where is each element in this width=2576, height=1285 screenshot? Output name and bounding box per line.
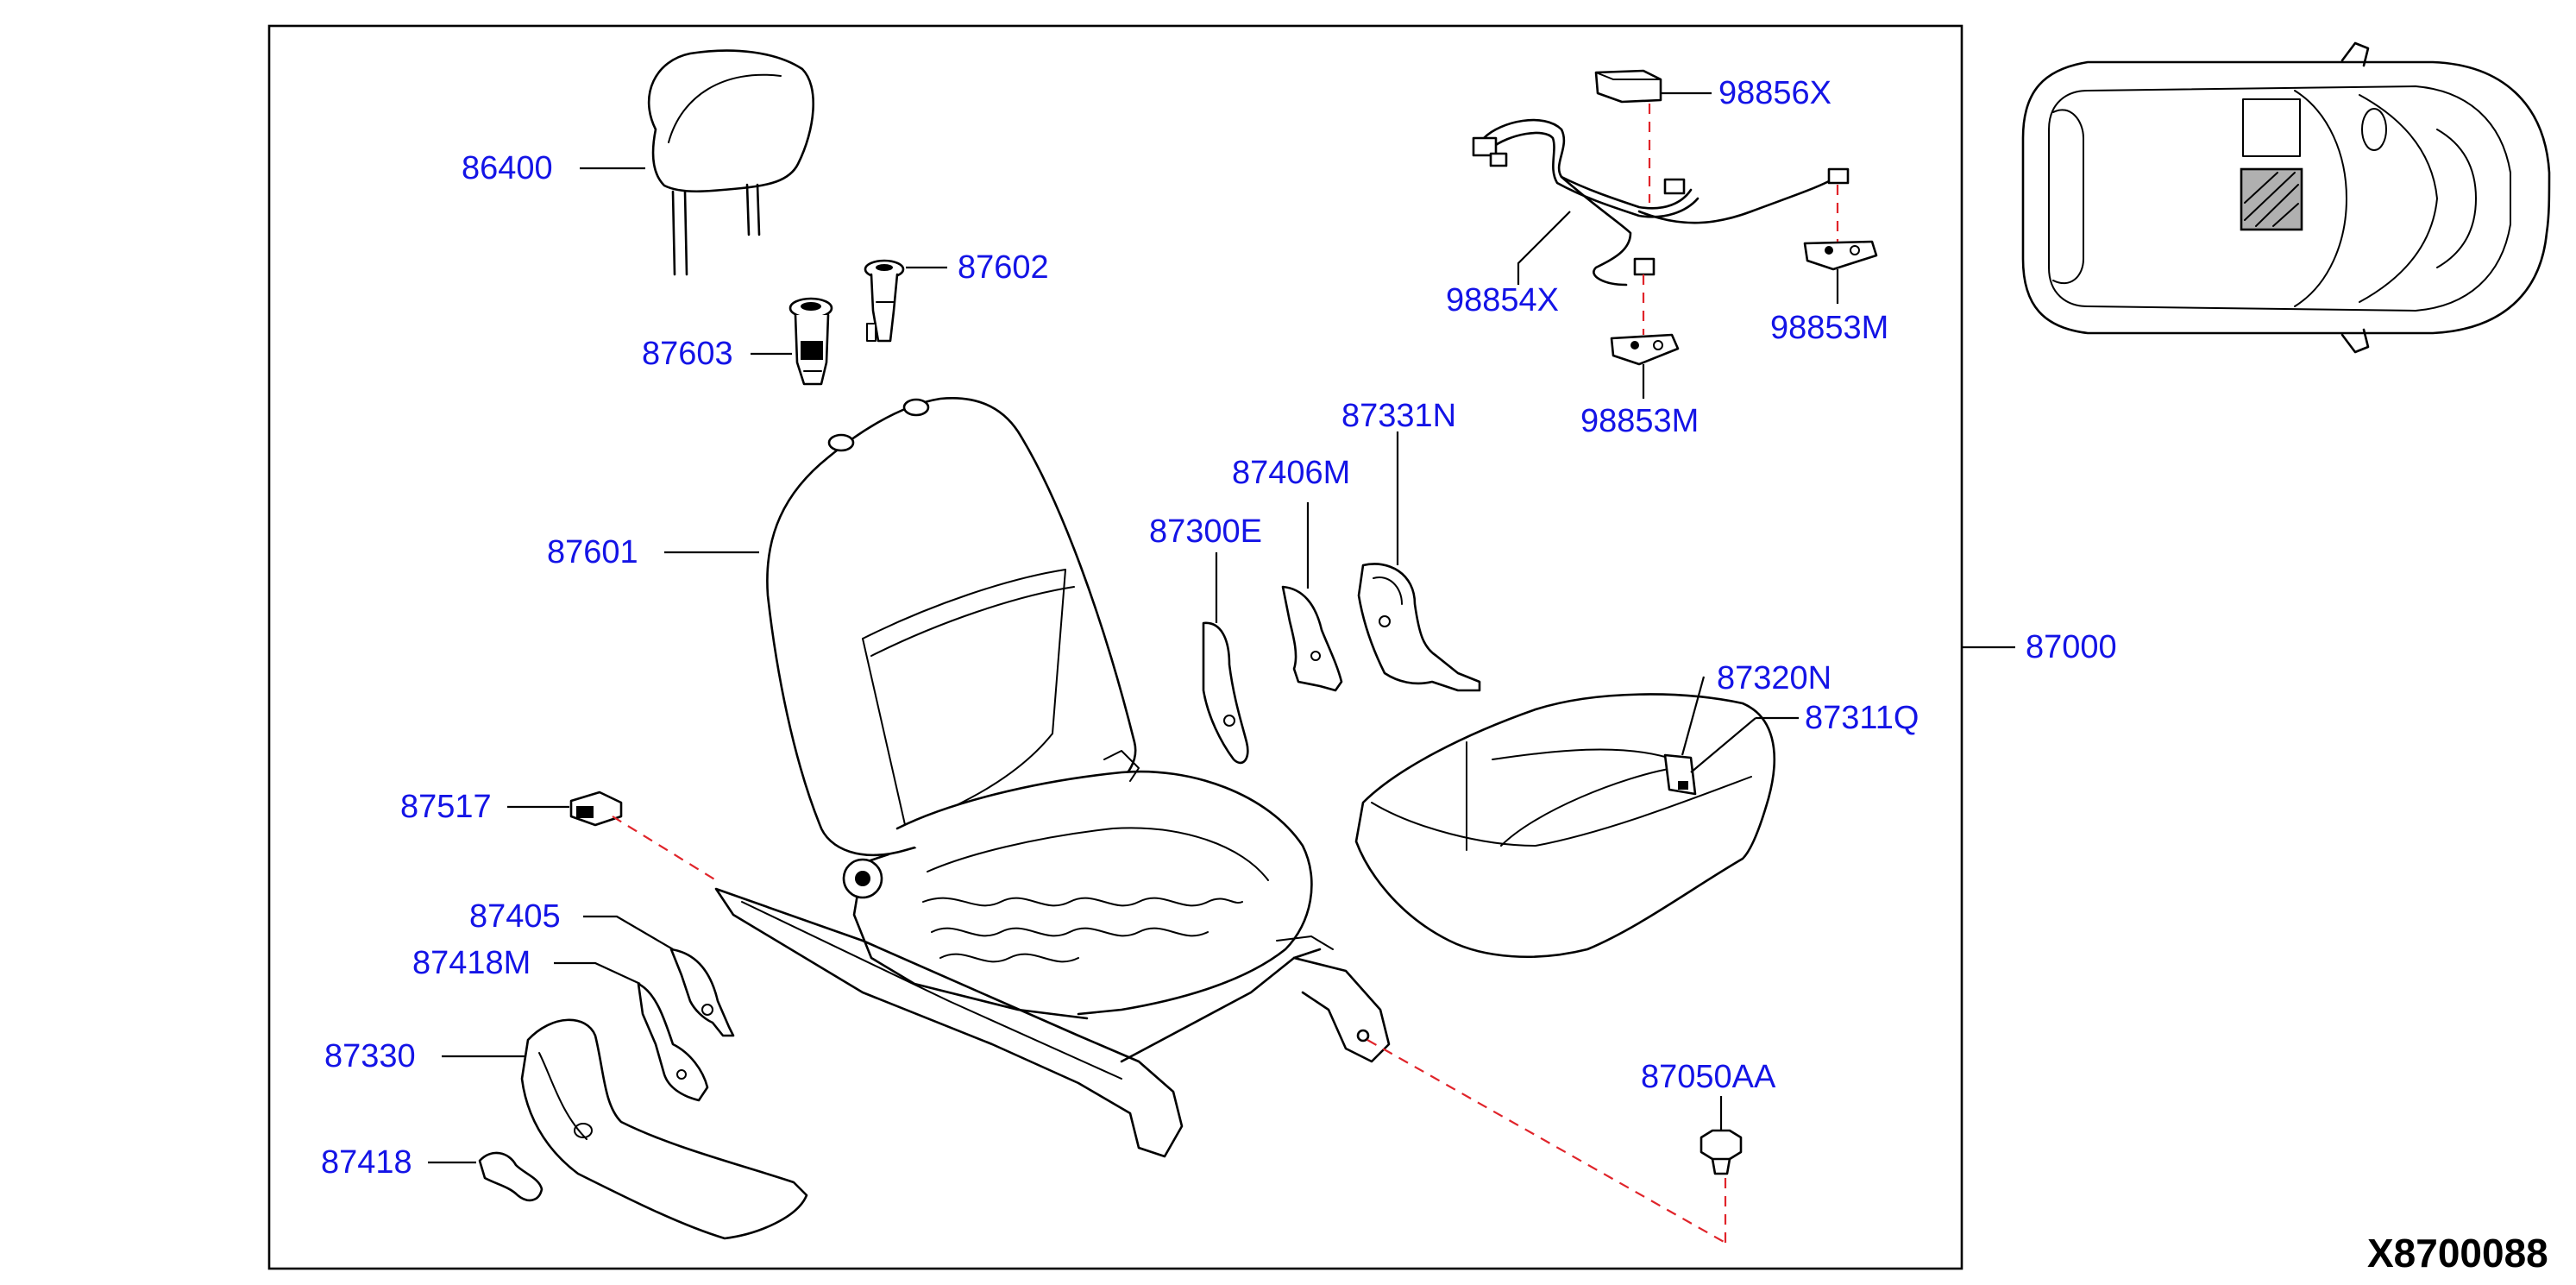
label-98856X[interactable]: 98856X bbox=[1718, 75, 1831, 111]
label-87000[interactable]: 87000 bbox=[2026, 629, 2117, 665]
label-86400[interactable]: 86400 bbox=[462, 150, 553, 186]
bolt-87050AA[interactable] bbox=[1700, 1129, 1743, 1175]
label-87405[interactable]: 87405 bbox=[469, 898, 561, 935]
leader-87320N bbox=[1681, 676, 1706, 756]
seat-cushion-87320N[interactable] bbox=[1354, 693, 1775, 959]
leader-87405 bbox=[583, 915, 674, 950]
leader-87418M bbox=[554, 961, 641, 985]
clip-87517[interactable] bbox=[569, 791, 623, 827]
label-87406M[interactable]: 87406M bbox=[1232, 455, 1350, 491]
ref-line-clip bbox=[612, 816, 717, 881]
label-98854X[interactable]: 98854X bbox=[1446, 282, 1559, 318]
label-98853M-center[interactable]: 98853M bbox=[1580, 403, 1699, 439]
finisher-87418M[interactable] bbox=[637, 982, 709, 1102]
label-87517[interactable]: 87517 bbox=[400, 789, 492, 825]
headrest-guide-87602[interactable] bbox=[864, 259, 905, 343]
label-87331N[interactable]: 87331N bbox=[1341, 398, 1456, 434]
cover-87300E[interactable] bbox=[1202, 621, 1249, 765]
label-87320N[interactable]: 87320N bbox=[1717, 660, 1831, 696]
label-98853M-right[interactable]: 98853M bbox=[1770, 310, 1888, 346]
label-87311Q[interactable]: 87311Q bbox=[1805, 700, 1919, 736]
harness-clip-98856X[interactable] bbox=[1594, 69, 1662, 104]
label-87300E[interactable]: 87300E bbox=[1149, 513, 1262, 550]
vehicle-locator bbox=[2021, 41, 2551, 354]
seat-back-87601[interactable] bbox=[766, 397, 1137, 857]
leader-87311Q-b bbox=[1690, 717, 1756, 773]
leader-98854X bbox=[1517, 211, 1571, 285]
side-finisher-87331N[interactable] bbox=[1357, 563, 1481, 692]
label-87603[interactable]: 87603 bbox=[642, 336, 733, 372]
label-87601[interactable]: 87601 bbox=[547, 534, 638, 570]
diagram-id-code: X8700088 bbox=[2367, 1231, 2548, 1276]
finisher-87405[interactable] bbox=[669, 948, 735, 1037]
sensor-bracket-98853M-center[interactable] bbox=[1610, 333, 1680, 366]
label-87418M[interactable]: 87418M bbox=[412, 945, 531, 981]
headrest-86400[interactable] bbox=[647, 49, 815, 276]
sensor-bracket-98853M-right[interactable] bbox=[1803, 240, 1878, 271]
harness-98854X[interactable] bbox=[1472, 118, 1850, 287]
side-finisher-87330[interactable] bbox=[520, 1018, 808, 1240]
cover-87406M[interactable] bbox=[1281, 585, 1343, 692]
label-87602[interactable]: 87602 bbox=[958, 249, 1049, 286]
seat-frame bbox=[714, 750, 1391, 1158]
ref-line-bolt bbox=[1367, 1039, 1726, 1244]
label-87050AA[interactable]: 87050AA bbox=[1641, 1059, 1776, 1095]
label-87330[interactable]: 87330 bbox=[324, 1038, 416, 1074]
headrest-guide-87603[interactable] bbox=[789, 297, 833, 386]
knob-87418[interactable] bbox=[478, 1151, 543, 1202]
label-87418[interactable]: 87418 bbox=[321, 1144, 412, 1181]
